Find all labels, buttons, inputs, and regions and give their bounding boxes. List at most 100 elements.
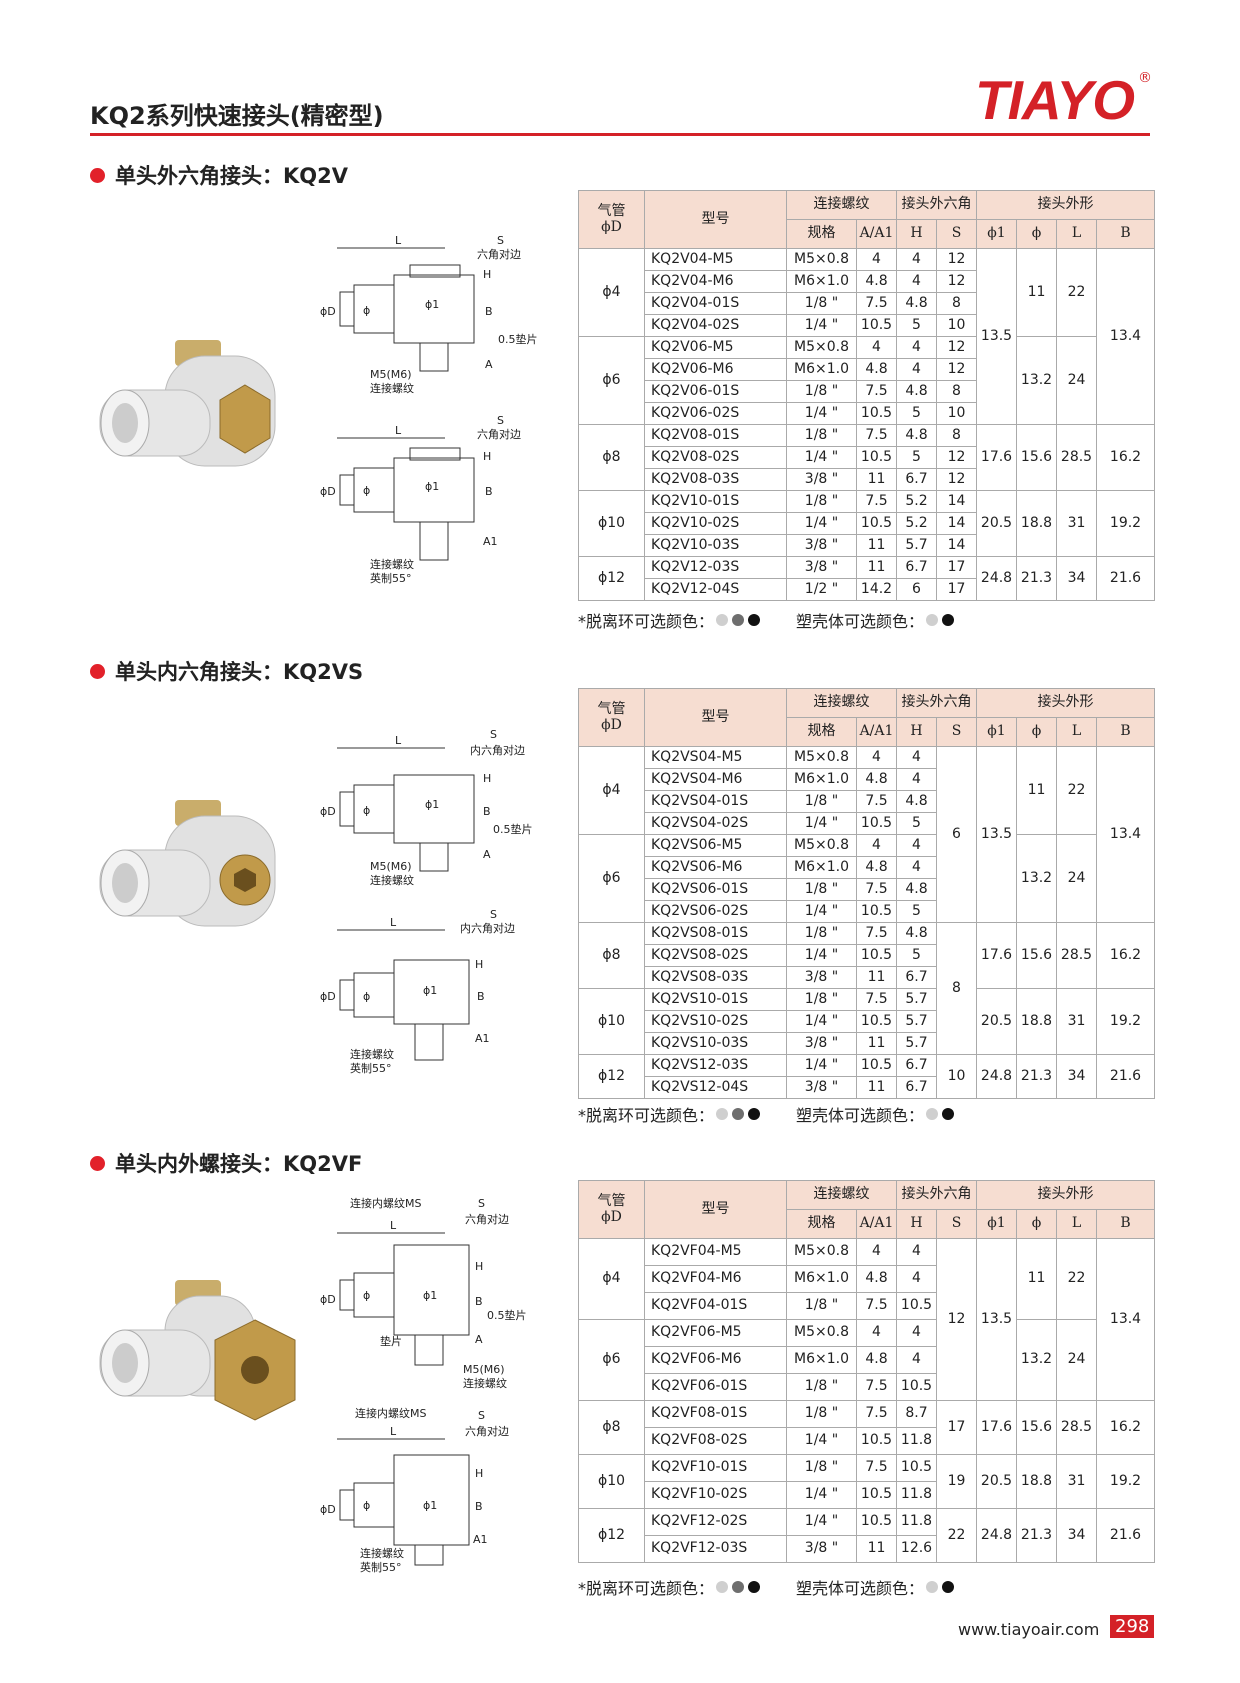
svg-text:连接螺纹: 连接螺纹 [350,1047,394,1061]
dark-gray-swatch-icon [732,614,745,626]
th-a: A/A1 [856,219,897,249]
model-cell: KQ2VF04-01S [644,1292,787,1320]
table-cell: 1/4 " [786,512,857,535]
table-cell: 4.8 [856,768,897,791]
table-cell: 19.2 [1096,988,1155,1055]
table-cell: 4 [896,746,937,769]
table-cell: 11 [856,1076,897,1099]
table-cell: 6.7 [896,1054,937,1077]
model-cell: KQ2VS12-03S [644,1054,787,1077]
tube-cell: ϕ4 [578,248,645,337]
table-cell: 28.5 [1056,424,1097,491]
svg-text:英制55°: 英制55° [360,1560,402,1574]
table-cell: 3/8 " [786,534,857,557]
table-cell: 4 [896,270,937,293]
table-cell: 4 [896,856,937,879]
table-cell: 34 [1056,556,1097,601]
model-cell: KQ2VS08-02S [644,944,787,967]
table-cell: 21.6 [1096,1508,1155,1563]
table-cell: 4.8 [856,270,897,293]
table-cell: 7.5 [856,1400,897,1428]
table-cell: 5 [896,900,937,923]
table-cell: 10 [936,1054,977,1099]
black-swatch-icon [942,1108,955,1120]
svg-text:ϕ: ϕ [363,1289,370,1302]
model-cell: KQ2VS08-01S [644,922,787,945]
svg-text:六角对边: 六角对边 [477,427,521,441]
table-cell: 4 [856,1319,897,1347]
svg-text:S: S [497,414,504,427]
table-cell: 4.8 [896,380,937,403]
table-cell: 5 [896,446,937,469]
table-cell: 1/8 " [786,1400,857,1428]
th-l: L [1056,717,1097,747]
svg-text:ϕ1: ϕ1 [425,298,439,311]
table-cell: 13.5 [976,746,1017,923]
table-cell: 21.6 [1096,1054,1155,1099]
svg-text:六角对边: 六角对边 [477,247,521,261]
table-cell: 7.5 [856,790,897,813]
table-cell: 21.3 [1016,1508,1057,1563]
table-cell: 8 [936,380,977,403]
table-cell: 10.5 [896,1292,937,1320]
footer-url[interactable]: www.tiayoair.com [958,1620,1100,1639]
table-cell: 14 [936,534,977,557]
light-gray-swatch-icon [716,614,729,626]
table-cell: 10.5 [896,1373,937,1401]
table-cell: 1/4 " [786,900,857,923]
svg-text:ϕ1: ϕ1 [423,984,437,997]
model-cell: KQ2V10-03S [644,534,787,557]
svg-text:ϕD: ϕD [320,305,336,318]
svg-text:ϕ: ϕ [363,990,370,1003]
table-cell: 1/4 " [786,446,857,469]
table-cell: 12 [936,248,977,271]
svg-text:0.5垫片: 0.5垫片 [487,1308,527,1322]
model-cell: KQ2VS06-02S [644,900,787,923]
tube-cell: ϕ6 [578,834,645,923]
table-cell: 5 [896,812,937,835]
table-cell: 17 [936,556,977,579]
svg-text:内六角对边: 内六角对边 [470,743,525,757]
model-cell: KQ2V06-02S [644,402,787,425]
model-cell: KQ2VS06-01S [644,878,787,901]
light-gray-swatch-icon [926,614,939,626]
table-cell: 12 [936,270,977,293]
svg-text:M5(M6): M5(M6) [370,368,412,381]
svg-text:垫片: 垫片 [380,1334,402,1348]
table-cell: 1/8 " [786,490,857,513]
th-thread: 连接螺纹 [786,190,897,220]
svg-text:L: L [390,1425,397,1438]
table-cell: 7.5 [856,878,897,901]
section-title-kq2vs: 单头内六角接头：KQ2VS [90,656,363,686]
diagram-kq2vf-top: 连接内螺纹MS S 六角对边 L ϕ1 ϕD ϕ H B 0.5垫片 A 垫片 … [320,1196,527,1390]
svg-text:H: H [483,772,491,785]
black-swatch-icon [748,614,761,626]
th-thread: 连接螺纹 [786,1180,897,1210]
th-p: ϕ [1016,717,1057,747]
svg-text:S: S [478,1197,485,1210]
table-cell: 11.8 [896,1481,937,1509]
table-cell: 22 [936,1508,977,1563]
table-cell: 16.2 [1096,922,1155,989]
table-cell: 15.6 [1016,1400,1057,1455]
table-cell: 22 [1056,248,1097,337]
table-cell: 4 [896,248,937,271]
table-cell: 10.5 [856,314,897,337]
table-cell: 1/8 " [786,878,857,901]
table-cell: 4 [896,1238,937,1266]
table-cell: 13.2 [1016,1319,1057,1401]
model-cell: KQ2VF08-01S [644,1400,787,1428]
table-cell: 7.5 [856,424,897,447]
light-gray-swatch-icon [716,1581,729,1593]
model-cell: KQ2V06-01S [644,380,787,403]
table-cell: 1/4 " [786,1508,857,1536]
svg-text:H: H [475,958,483,971]
table-cell: 18.8 [1016,988,1057,1055]
th-l: L [1056,1209,1097,1239]
svg-text:ϕD: ϕD [320,1293,336,1306]
model-cell: KQ2VF06-M6 [644,1346,787,1374]
tube-cell: ϕ8 [578,922,645,989]
svg-text:L: L [390,916,397,929]
